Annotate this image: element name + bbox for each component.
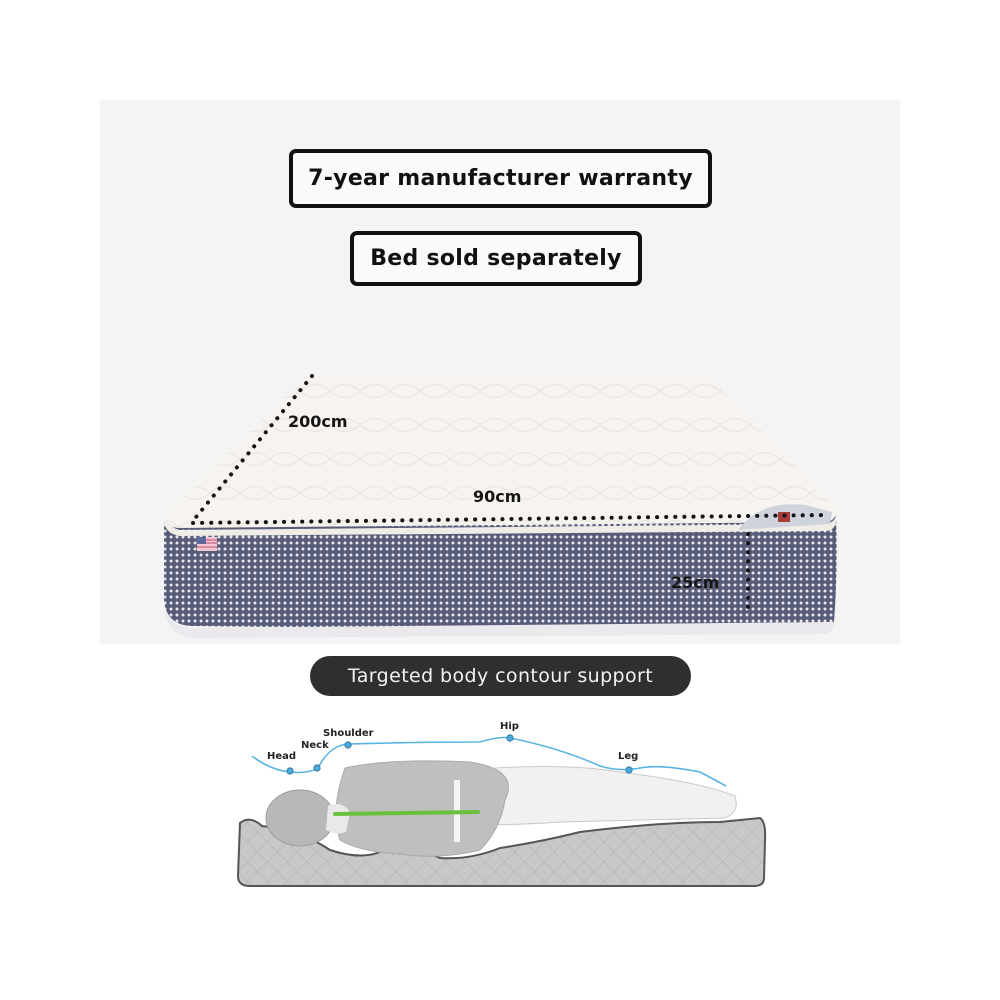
shoulder-label: Shoulder <box>323 728 374 739</box>
contour-mattress <box>236 816 767 887</box>
bed-sold-separately-badge: Bed sold separately <box>350 231 642 286</box>
neck-point-icon <box>313 764 321 772</box>
width-dimension-label: 90cm <box>473 487 522 506</box>
height-dimension-label: 25cm <box>671 573 720 592</box>
head-point-icon <box>286 767 294 775</box>
neck-label: Neck <box>301 740 329 751</box>
shoulder-point-icon <box>344 741 352 749</box>
width-dimension-line <box>191 513 828 525</box>
mattress-side-band <box>164 516 837 638</box>
leg-label: Leg <box>618 751 639 762</box>
leg-point-icon <box>625 766 633 774</box>
hip-label: Hip <box>500 721 519 732</box>
hip-point-icon <box>506 734 514 742</box>
length-dimension-label: 200cm <box>288 412 348 431</box>
contour-curve <box>251 736 727 787</box>
head-label: Head <box>267 751 297 762</box>
mattress-top <box>164 375 837 536</box>
body-contour-support-heading: Targeted body contour support <box>310 656 691 696</box>
spine-alignment-line <box>333 810 480 816</box>
flag-label-icon <box>197 537 217 551</box>
warranty-badge: 7-year manufacturer warranty <box>289 149 712 208</box>
body-silhouette <box>265 760 737 857</box>
